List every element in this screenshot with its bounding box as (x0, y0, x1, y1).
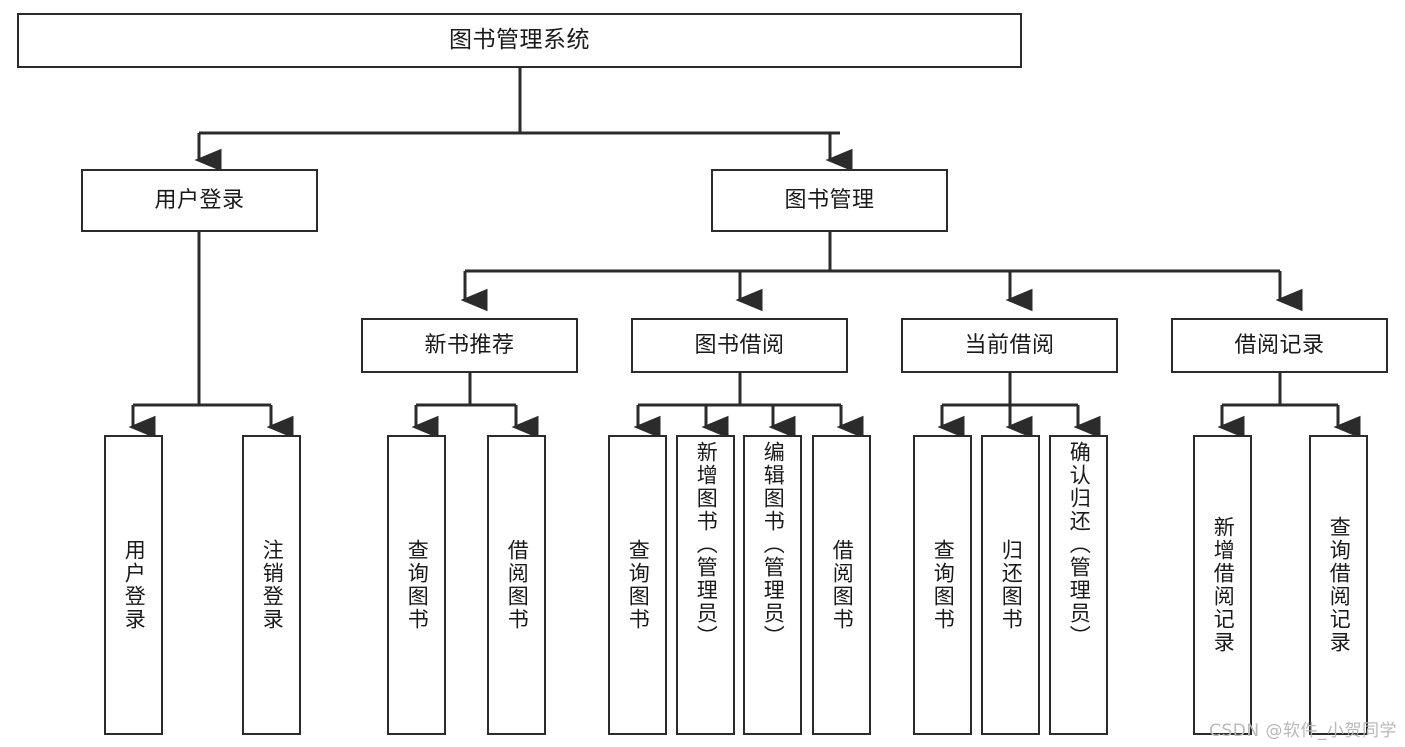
node-label: 新书推荐 (424, 332, 515, 358)
node-label: 查询图书 (405, 539, 430, 631)
leaf-add-record[interactable]: 新增借阅记录 (1193, 435, 1252, 735)
csdn-watermark: CSDN @软件_小贺同学 (1209, 721, 1397, 741)
node-root-system[interactable]: 图书管理系统 (17, 13, 1022, 68)
leaf-borrow-book-1[interactable]: 借阅图书 (487, 435, 546, 735)
node-label: 查询图书 (626, 539, 651, 631)
node-label: 新增图书（管理员） (694, 441, 719, 648)
node-label: 图书管理系统 (449, 26, 590, 53)
node-label: 注销登录 (260, 539, 285, 631)
node-label: 图书借阅 (694, 332, 785, 358)
leaf-query-record[interactable]: 查询借阅记录 (1309, 435, 1368, 735)
node-label: 确认归还（管理员） (1067, 441, 1092, 648)
leaf-query-book-3[interactable]: 查询图书 (913, 435, 972, 735)
leaf-return-book[interactable]: 归还图书 (981, 435, 1040, 735)
node-new-book-recommend[interactable]: 新书推荐 (361, 318, 578, 373)
node-book-manage[interactable]: 图书管理 (711, 169, 948, 232)
leaf-confirm-return[interactable]: 确认归还（管理员） (1049, 435, 1108, 735)
leaf-borrow-book-2[interactable]: 借阅图书 (812, 435, 871, 735)
leaf-edit-book[interactable]: 编辑图书（管理员） (743, 435, 802, 735)
node-label: 查询图书 (931, 539, 956, 631)
node-label: 借阅记录 (1234, 332, 1325, 358)
node-borrow-record[interactable]: 借阅记录 (1171, 318, 1388, 373)
node-label: 图书管理 (784, 187, 875, 213)
node-label: 查询借阅记录 (1327, 516, 1352, 654)
node-book-borrow[interactable]: 图书借阅 (631, 318, 848, 373)
node-label: 用户登录 (122, 539, 147, 631)
leaf-query-book-2[interactable]: 查询图书 (608, 435, 667, 735)
node-user-login[interactable]: 用户登录 (81, 169, 318, 232)
node-label: 借阅图书 (505, 539, 530, 631)
node-label: 编辑图书（管理员） (761, 441, 786, 648)
leaf-add-book[interactable]: 新增图书（管理员） (676, 435, 735, 735)
node-current-borrow[interactable]: 当前借阅 (901, 318, 1118, 373)
leaf-logout[interactable]: 注销登录 (242, 435, 301, 735)
leaf-query-book-1[interactable]: 查询图书 (387, 435, 446, 735)
leaf-user-login[interactable]: 用户登录 (104, 435, 163, 735)
node-label: 归还图书 (999, 539, 1024, 631)
node-label: 借阅图书 (830, 539, 855, 631)
node-label: 当前借阅 (964, 332, 1055, 358)
node-label: 新增借阅记录 (1211, 516, 1236, 654)
node-label: 用户登录 (154, 187, 245, 213)
